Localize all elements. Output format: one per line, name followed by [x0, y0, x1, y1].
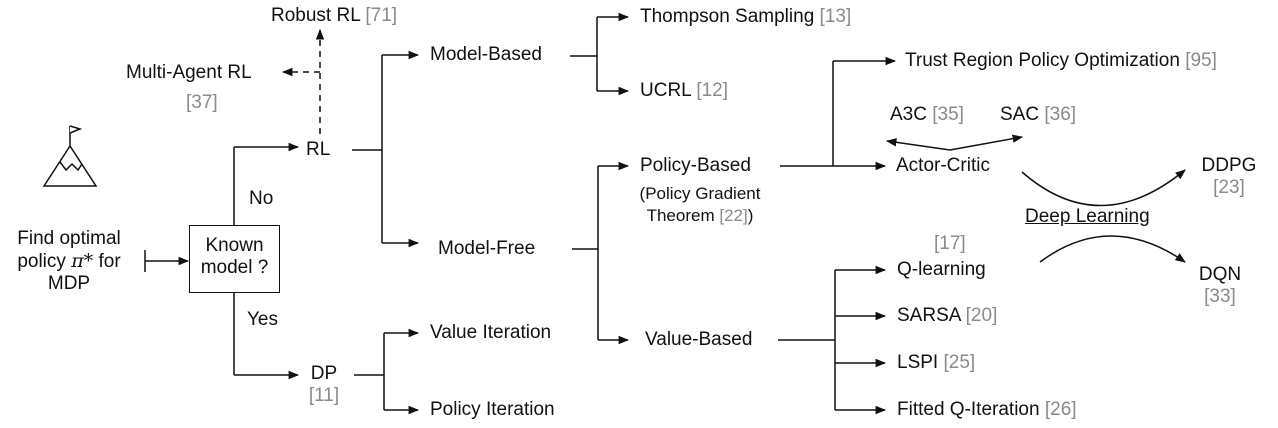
edge-label-no: No: [249, 188, 274, 209]
node-dqn: DQN [33]: [1184, 264, 1256, 308]
decision-line2: model ?: [200, 257, 269, 278]
node-sac: SAC [36]: [1000, 104, 1076, 126]
robust-rl-label: Robust RL: [271, 5, 361, 26]
goal-line2-post: for: [98, 251, 121, 272]
mountain-flag-icon: [42, 125, 98, 187]
node-policy-based: Policy-Based: [640, 155, 751, 176]
goal-text: Find optimal policy π* for MDP: [4, 228, 134, 295]
decision-line1: Known: [205, 235, 264, 256]
decision-text: Known model ?: [189, 235, 280, 279]
node-lspi: LSPI [25]: [897, 352, 975, 374]
dqn-ref: [33]: [1204, 286, 1236, 307]
goal-line2-pre: policy: [17, 251, 66, 272]
node-ddpg: DDPG [23]: [1184, 155, 1274, 199]
decision-box: [189, 225, 280, 293]
thompson-ref: [13]: [819, 6, 852, 27]
node-value-based: Value-Based: [645, 329, 753, 350]
ucrl-label: UCRL: [640, 80, 692, 101]
fqi-label: Fitted Q-Iteration: [897, 399, 1040, 420]
node-policy-iteration: Policy Iteration: [430, 399, 555, 420]
sac-label: SAC: [1000, 104, 1040, 125]
node-value-iteration: Value Iteration: [430, 322, 552, 343]
sarsa-ref: [20]: [965, 305, 998, 326]
edge-label-yes: Yes: [247, 309, 278, 330]
node-sarsa: SARSA [20]: [897, 305, 997, 327]
policy-gradient-note: (Policy Gradient Theorem [22]): [610, 183, 790, 227]
a3c-label: A3C: [890, 104, 927, 125]
thompson-label: Thompson Sampling: [640, 6, 815, 27]
q-learning-ref: [17]: [934, 233, 966, 254]
dp-ref: [11]: [308, 385, 340, 406]
node-robust-rl: Robust RL [71]: [271, 5, 397, 27]
node-model-free: Model-Free: [438, 238, 536, 259]
goal-line1: Find optimal: [17, 228, 121, 249]
dqn-label: DQN: [1198, 264, 1242, 285]
node-fitted-q-iteration: Fitted Q-Iteration [26]: [897, 399, 1077, 421]
node-q-learning: Q-learning: [897, 259, 986, 280]
lspi-label: LSPI: [897, 352, 939, 373]
a3c-ref: [35]: [932, 104, 964, 125]
node-trpo: Trust Region Policy Optimization [95]: [905, 50, 1217, 72]
node-a3c: A3C [35]: [890, 104, 964, 126]
dp-label: DP: [310, 363, 338, 384]
policy-gradient-line2: Theorem [22]): [610, 205, 790, 227]
goal-line3: MDP: [47, 273, 91, 294]
fqi-ref: [26]: [1044, 399, 1077, 420]
node-ucrl: UCRL [12]: [640, 80, 728, 102]
node-actor-critic: Actor-Critic: [896, 155, 990, 176]
policy-gradient-ref: [22]: [719, 206, 748, 225]
lspi-ref: [25]: [943, 352, 976, 373]
sarsa-label: SARSA: [897, 305, 961, 326]
policy-gradient-theorem: Theorem: [646, 206, 715, 225]
ddpg-ref: [23]: [1213, 177, 1245, 198]
trpo-ref: [95]: [1185, 50, 1217, 71]
node-rl: RL: [306, 139, 331, 160]
pi-star-symbol: π*: [71, 250, 94, 272]
trpo-label: Trust Region Policy Optimization: [905, 50, 1180, 71]
node-multi-agent-rl: Multi-Agent RL: [126, 62, 252, 83]
node-thompson-sampling: Thompson Sampling [13]: [640, 6, 851, 28]
ddpg-label: DDPG: [1201, 155, 1257, 176]
node-model-based: Model-Based: [430, 44, 542, 65]
robust-rl-ref: [71]: [365, 5, 398, 26]
node-dp: DP [11]: [296, 363, 352, 407]
sac-ref: [36]: [1044, 104, 1077, 125]
policy-gradient-close: ): [747, 206, 754, 225]
ucrl-ref: [12]: [696, 80, 729, 101]
goal-line2: policy π* for: [4, 250, 134, 273]
policy-gradient-line1: (Policy Gradient: [639, 184, 761, 203]
deep-learning-label: Deep Learning: [1025, 206, 1150, 227]
multi-agent-rl-ref: [37]: [186, 92, 218, 113]
